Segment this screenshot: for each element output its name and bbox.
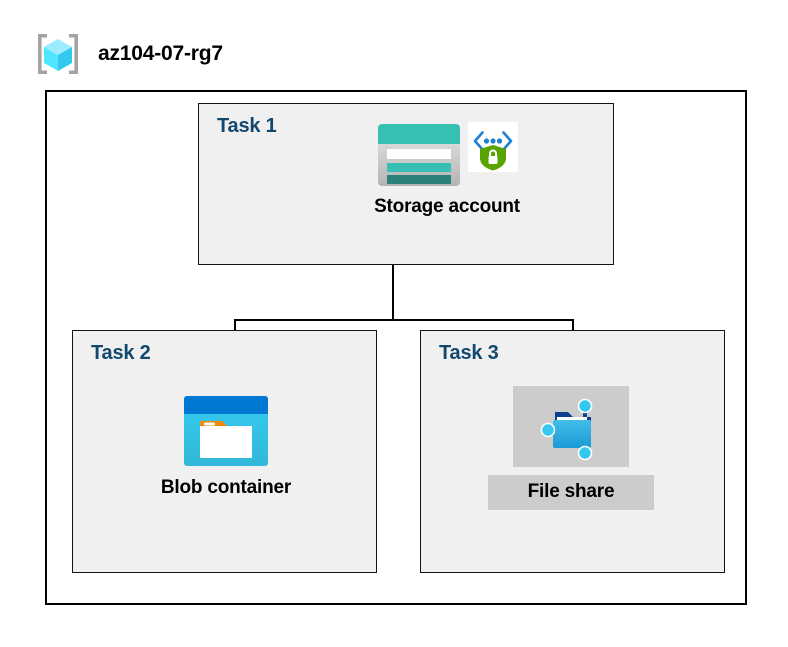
blob-container-icon (184, 396, 268, 466)
file-share-icon (540, 398, 593, 461)
file-share-selection-plate (513, 386, 629, 467)
task-1-label: Task 1 (217, 115, 277, 137)
blob-container-caption: Blob container (160, 477, 292, 498)
node-blob-container[interactable]: Blob container (126, 393, 326, 499)
task-2-label: Task 2 (91, 342, 151, 364)
storage-account-caption: Storage account (374, 196, 520, 217)
resource-group-header: az104-07-rg7 (32, 28, 223, 80)
file-share-caption: File share (487, 475, 655, 510)
task-2-box: Task 2 Blob container (72, 330, 377, 573)
secure-transfer-shield-icon (468, 122, 518, 172)
node-file-share[interactable]: File share (471, 386, 671, 510)
task-3-box: Task 3 (420, 330, 725, 573)
connector-horizontal-bus (234, 319, 574, 321)
storage-icon-row (376, 122, 518, 188)
node-storage-account[interactable]: Storage account (347, 122, 547, 218)
resource-group-cube-icon (38, 34, 78, 74)
task-3-label: Task 3 (439, 342, 499, 364)
task-1-box: Task 1 (198, 103, 614, 265)
resource-group-name: az104-07-rg7 (98, 42, 223, 65)
storage-account-icon (378, 124, 460, 186)
connector-task1-trunk (392, 265, 394, 321)
